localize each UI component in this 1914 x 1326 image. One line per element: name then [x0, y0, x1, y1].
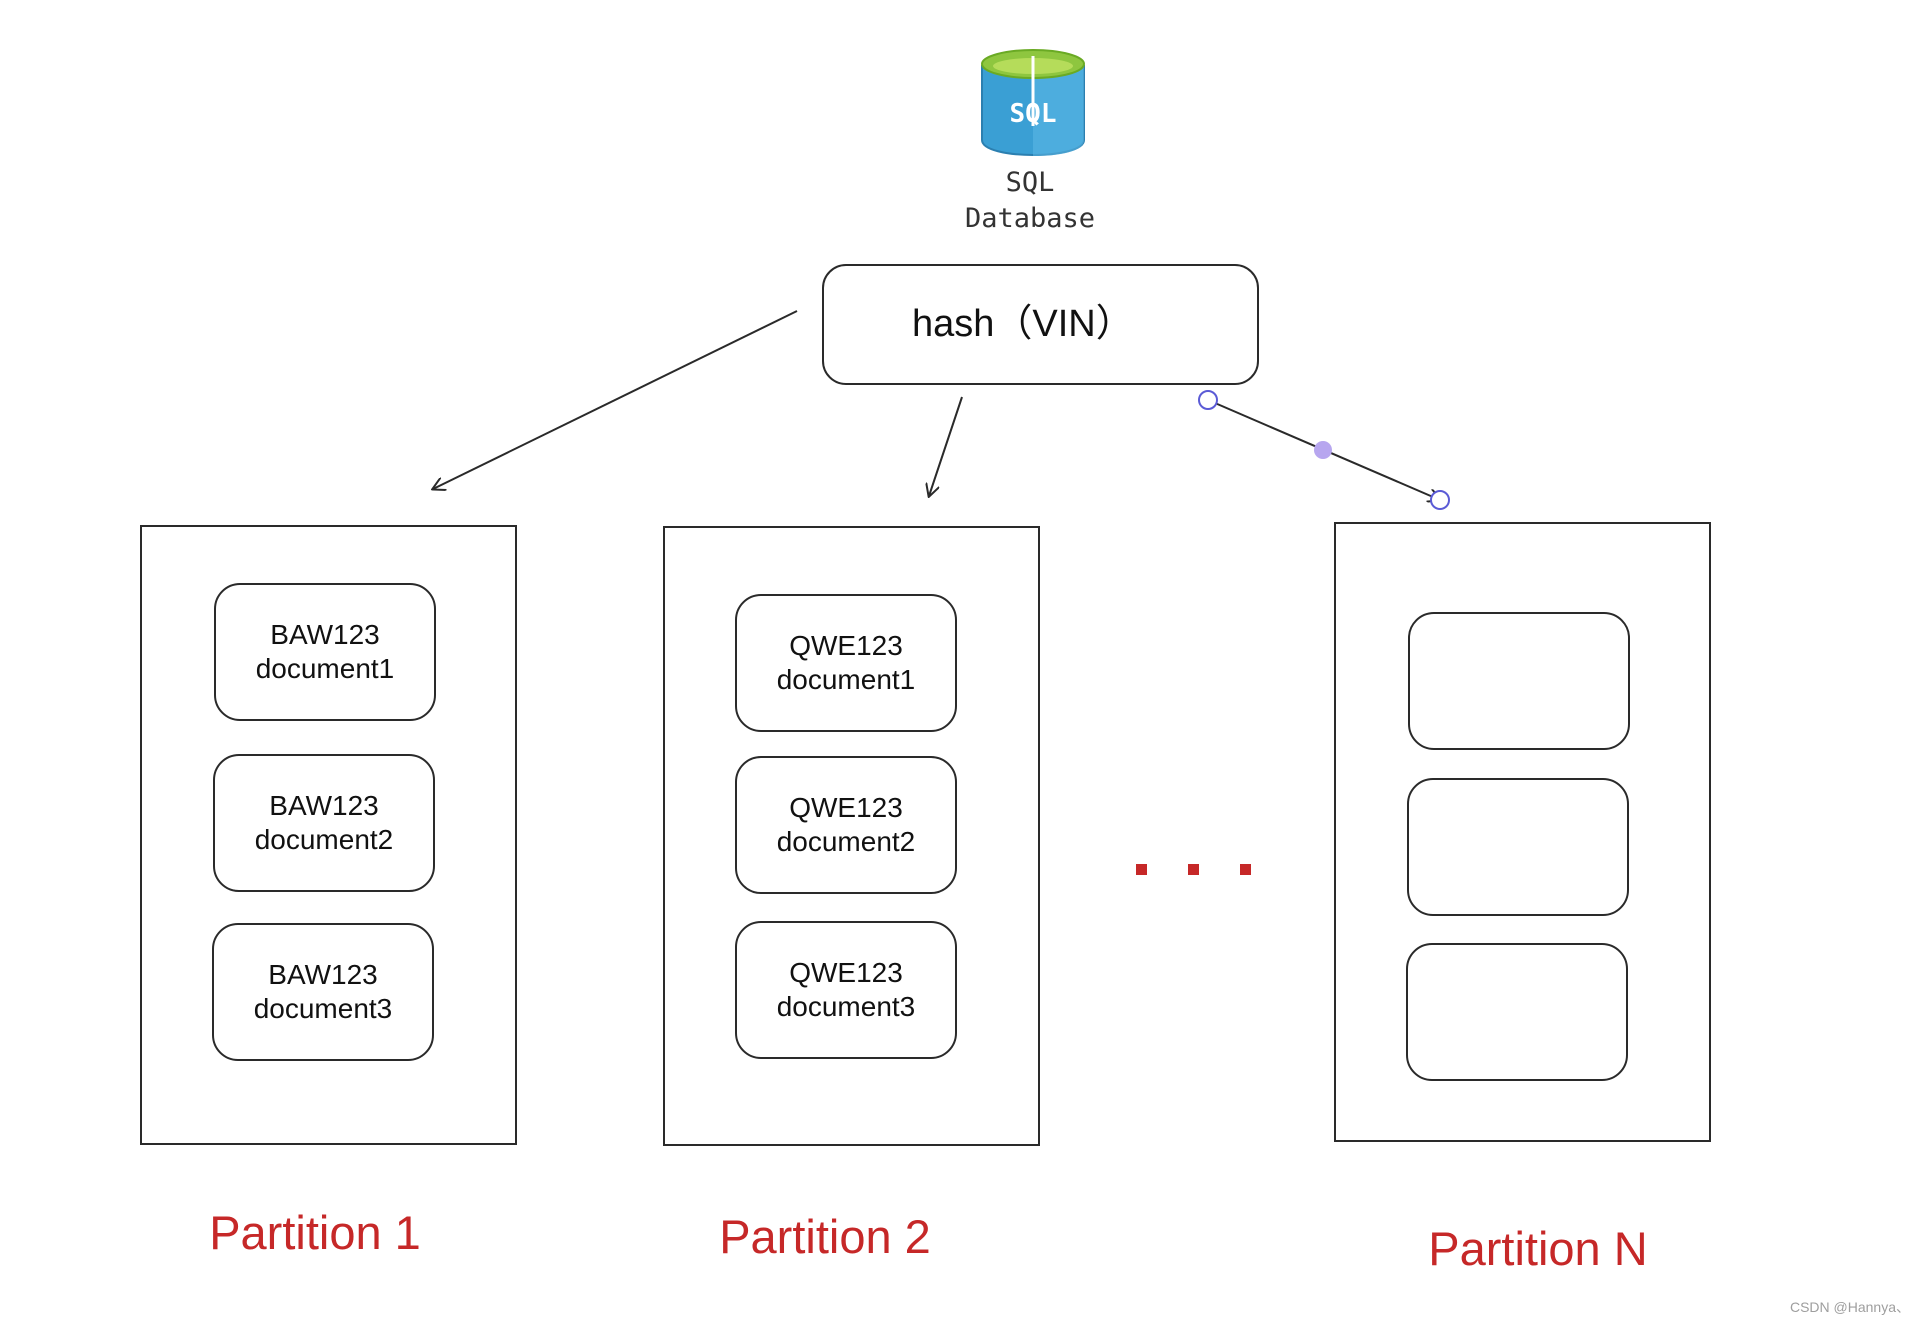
document-name: document3: [776, 991, 916, 1022]
partition-1-document-2[interactable]: BAW123 document2: [213, 754, 435, 892]
hash-function-box[interactable]: hash（VIN）: [822, 264, 1259, 385]
document-name: document3: [253, 993, 393, 1024]
document-name: document1: [255, 653, 395, 684]
arrow-to-partition-2[interactable]: [929, 396, 963, 496]
watermark-credit: CSDN @Hannya、: [1789, 1299, 1910, 1315]
database-caption-line1: SQL: [1005, 167, 1055, 198]
document-key: BAW123: [270, 619, 380, 650]
partition-2-document-2[interactable]: QWE123 document2: [735, 756, 957, 894]
ellipsis-dot: [1136, 864, 1147, 875]
partition-n-box[interactable]: [1334, 522, 1711, 1142]
partition-1-box[interactable]: BAW123 document1 BAW123 document2 BAW123…: [140, 525, 517, 1145]
document-key: QWE123: [789, 792, 903, 823]
partition-2-document-1[interactable]: QWE123 document1: [735, 594, 957, 732]
document-key: BAW123: [269, 790, 379, 821]
partition-2-label: Partition 2: [719, 1210, 931, 1263]
partition-n-document-1[interactable]: [1408, 612, 1630, 750]
document-name: document2: [254, 824, 394, 855]
ellipsis-dot: [1240, 864, 1251, 875]
arrow-to-partition-1[interactable]: [433, 310, 798, 489]
partition-1-document-1[interactable]: BAW123 document1: [214, 583, 436, 721]
database-caption: SQL Database: [930, 165, 1130, 237]
arrow-to-partition-n[interactable]: [1207, 399, 1440, 500]
document-key: QWE123: [789, 957, 903, 988]
sql-icon-label: SQL: [1010, 99, 1057, 129]
selection-handle-start[interactable]: [1198, 390, 1218, 410]
partition-2-document-3[interactable]: QWE123 document3: [735, 921, 957, 1059]
partition-1-document-3[interactable]: BAW123 document3: [212, 923, 434, 1061]
ellipsis-dot: [1188, 864, 1199, 875]
document-name: document2: [776, 826, 916, 857]
partition-1-label: Partition 1: [209, 1206, 421, 1259]
document-name: document1: [776, 664, 916, 695]
ellipsis: [1120, 838, 1270, 878]
partition-2-box[interactable]: QWE123 document1 QWE123 document2 QWE123…: [663, 526, 1040, 1146]
partition-n-document-3[interactable]: [1406, 943, 1628, 1081]
sql-database-icon: SQL: [981, 49, 1085, 156]
database-caption-line2: Database: [964, 203, 1096, 234]
selection-handle-end[interactable]: [1430, 490, 1450, 510]
partition-n-label: Partition N: [1428, 1222, 1648, 1275]
partition-n-document-2[interactable]: [1407, 778, 1629, 916]
selection-handle-mid[interactable]: [1314, 441, 1332, 459]
document-key: QWE123: [789, 630, 903, 661]
document-key: BAW123: [268, 959, 378, 990]
hash-function-label: hash（VIN）: [912, 303, 1134, 345]
